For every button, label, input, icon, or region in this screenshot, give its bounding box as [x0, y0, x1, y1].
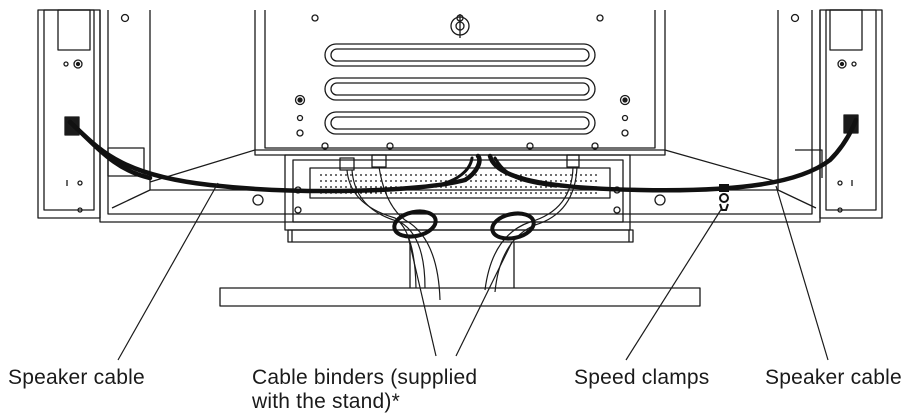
leader-speaker-cable-right	[775, 185, 829, 361]
vent-slots	[324, 43, 596, 135]
cable-binders	[392, 209, 536, 241]
cable-binder-right	[490, 211, 536, 241]
leader-speaker-cable-left	[117, 182, 219, 361]
chassis-screws	[252, 94, 666, 206]
leader-lines	[117, 182, 829, 361]
cable-binders-label-line1: Cable binders (supplied	[252, 366, 478, 389]
cable-binders-label: Cable binders (supplied with the stand)*	[252, 366, 477, 414]
leader-speed-clamps	[625, 207, 723, 361]
cable-binder-left	[392, 209, 438, 239]
speed-clamps-label: Speed clamps	[574, 366, 710, 389]
speaker-cable-left-label: Speaker cable	[8, 366, 145, 389]
speed-clamp-icon	[719, 184, 729, 211]
leader-cable-binder-2	[455, 241, 513, 357]
stand-base	[219, 287, 701, 307]
right-speaker	[795, 9, 883, 219]
speaker-cable-right-label: Speaker cable	[765, 366, 902, 389]
leader-cable-binder-1	[407, 235, 437, 357]
left-speaker	[37, 9, 145, 219]
cable-binders-label-line2: with the stand)*	[252, 390, 400, 413]
